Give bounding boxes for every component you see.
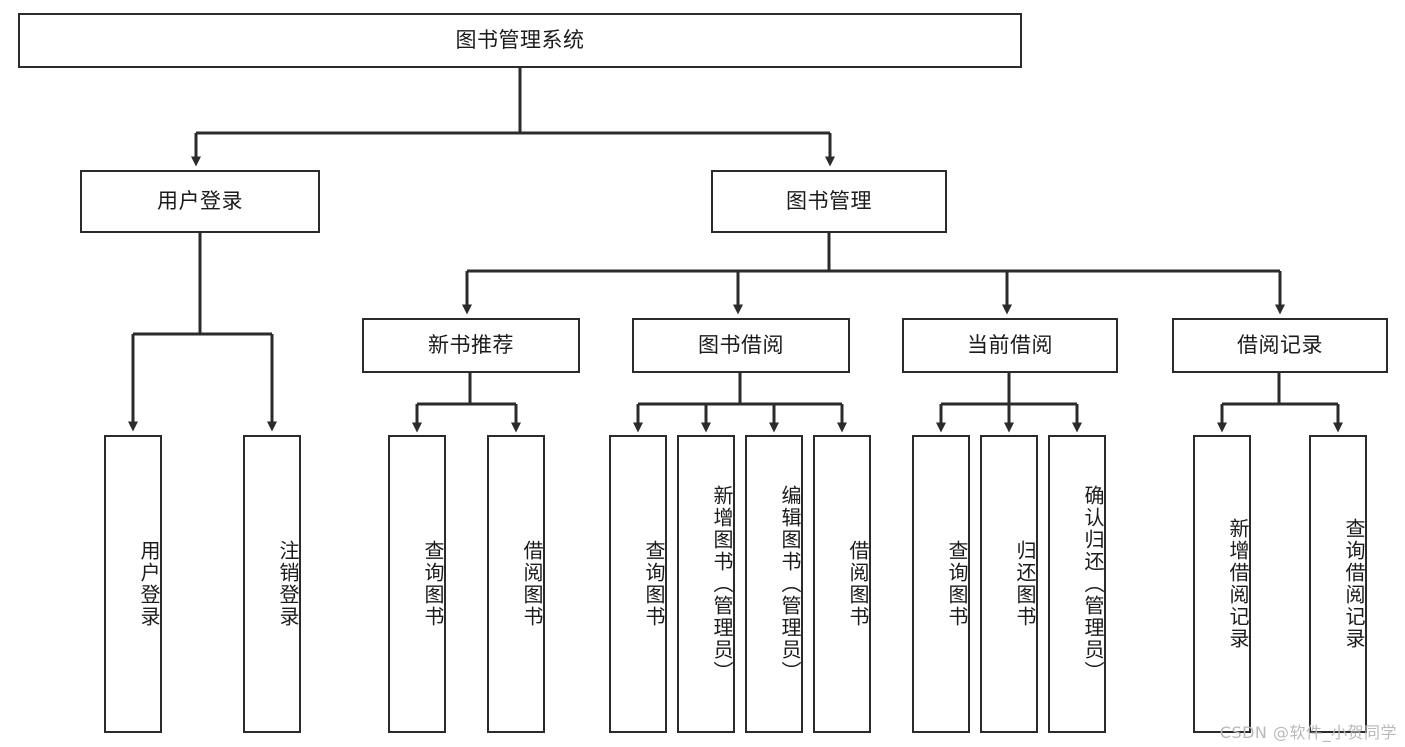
- leaf-user-login-2[interactable]: 注销登录: [243, 435, 301, 733]
- leaf-user-login-1[interactable]: 用户登录: [104, 435, 162, 733]
- leaf-borrow-record-2[interactable]: 查询借阅记录: [1309, 435, 1367, 733]
- leaf-new-book-1-label: 查询图书: [421, 540, 445, 628]
- node-book-management[interactable]: 图书管理: [711, 170, 947, 233]
- node-book-borrow-label: 图书借阅: [698, 333, 784, 358]
- node-book-borrow[interactable]: 图书借阅: [632, 318, 850, 373]
- leaf-borrow-record-1[interactable]: 新增借阅记录: [1193, 435, 1251, 733]
- watermark-text: CSDN @软件_小贺同学: [1219, 723, 1397, 742]
- leaf-user-login-1-label: 用户登录: [137, 540, 161, 628]
- leaf-borrow-book-1[interactable]: 查询图书: [609, 435, 667, 733]
- leaf-borrow-book-3[interactable]: 编辑图书（管理员）: [745, 435, 803, 733]
- leaf-borrow-record-2-label: 查询借阅记录: [1342, 518, 1366, 650]
- node-user-login-label: 用户登录: [157, 189, 243, 214]
- leaf-borrow-book-1-label: 查询图书: [642, 540, 666, 628]
- leaf-current-borrow-1-label: 查询图书: [945, 540, 969, 628]
- leaf-current-borrow-2[interactable]: 归还图书: [980, 435, 1038, 733]
- leaf-borrow-book-2-label: 新增图书（管理员）: [710, 485, 734, 683]
- leaf-borrow-book-2[interactable]: 新增图书（管理员）: [677, 435, 735, 733]
- leaf-borrow-book-4-label: 借阅图书: [846, 540, 870, 628]
- node-current-borrow-label: 当前借阅: [967, 333, 1053, 358]
- node-book-management-label: 图书管理: [786, 189, 872, 214]
- node-root-label: 图书管理系统: [455, 28, 585, 53]
- node-new-book-recommend-label: 新书推荐: [428, 333, 514, 358]
- leaf-borrow-book-4[interactable]: 借阅图书: [813, 435, 871, 733]
- leaf-new-book-1[interactable]: 查询图书: [388, 435, 446, 733]
- node-new-book-recommend[interactable]: 新书推荐: [362, 318, 580, 373]
- leaf-current-borrow-3-label: 确认归还（管理员）: [1081, 485, 1105, 683]
- leaf-new-book-2[interactable]: 借阅图书: [487, 435, 545, 733]
- leaf-current-borrow-2-label: 归还图书: [1013, 540, 1037, 628]
- node-borrow-record[interactable]: 借阅记录: [1172, 318, 1388, 373]
- leaf-new-book-2-label: 借阅图书: [520, 540, 544, 628]
- node-user-login[interactable]: 用户登录: [80, 170, 320, 233]
- leaf-user-login-2-label: 注销登录: [276, 540, 300, 628]
- node-root[interactable]: 图书管理系统: [18, 13, 1022, 68]
- node-current-borrow[interactable]: 当前借阅: [902, 318, 1118, 373]
- leaf-borrow-book-3-label: 编辑图书（管理员）: [778, 485, 802, 683]
- node-borrow-record-label: 借阅记录: [1237, 333, 1323, 358]
- leaf-current-borrow-1[interactable]: 查询图书: [912, 435, 970, 733]
- leaf-current-borrow-3[interactable]: 确认归还（管理员）: [1048, 435, 1106, 733]
- leaf-borrow-record-1-label: 新增借阅记录: [1226, 518, 1250, 650]
